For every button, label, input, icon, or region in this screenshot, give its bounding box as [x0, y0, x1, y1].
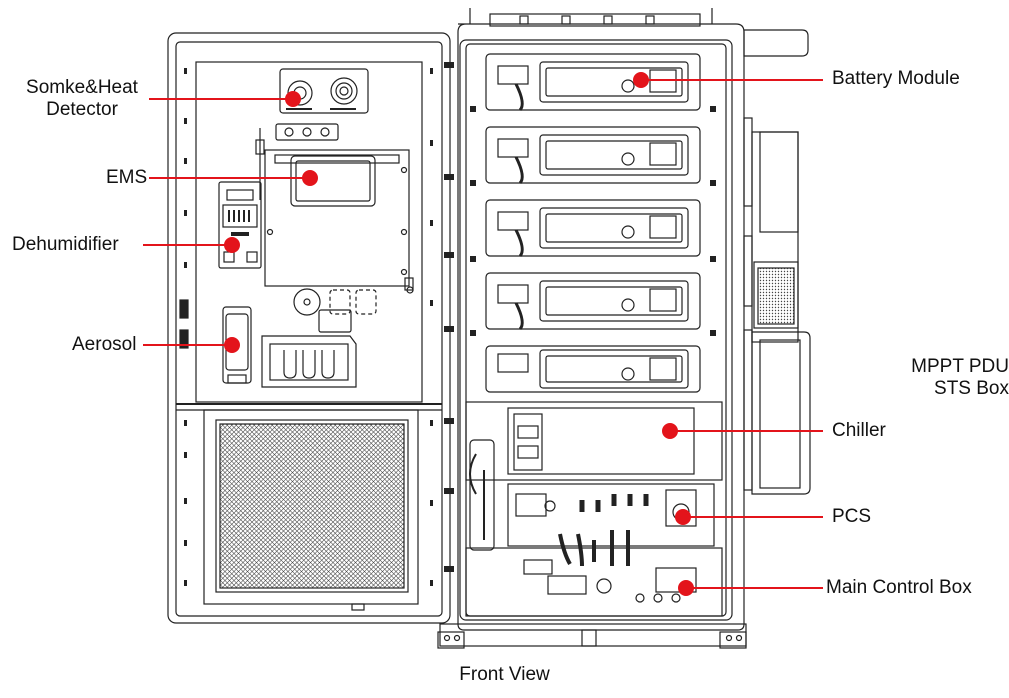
door-vent	[203, 409, 419, 611]
callout-dehumidifier	[143, 237, 240, 253]
label-aerosol: Aerosol	[72, 334, 137, 355]
callout-main-control-box	[678, 580, 823, 596]
ems-unit	[264, 149, 414, 291]
label-chiller: Chiller	[832, 420, 886, 441]
figure-caption: Front View	[459, 664, 550, 685]
label-sts-box: STS Box	[934, 378, 1009, 399]
pcs-unit	[507, 483, 715, 547]
battery-modules	[485, 53, 701, 393]
main-control-box	[465, 530, 723, 617]
dehumidifier-unit	[218, 181, 262, 269]
label-main-control-box: Main Control Box	[826, 577, 972, 598]
label-battery-module: Battery Module	[832, 68, 960, 89]
callout-chiller	[662, 423, 823, 439]
side-boxes	[743, 29, 811, 495]
label-mppt-pdu-line1: MPPT PDU	[911, 356, 1009, 377]
label-ems: EMS	[106, 167, 148, 188]
aux-panel	[261, 309, 357, 388]
callout-ems	[149, 170, 318, 186]
label-smoke-heat-detector: Somke&Heat Detector	[16, 77, 148, 121]
callout-smoke-heat	[149, 91, 301, 107]
fan-ports	[293, 286, 414, 316]
label-mppt-pdu: MPPT PDU STS Box	[869, 356, 1009, 400]
callout-pcs	[675, 509, 823, 525]
label-smoke-heat-line2: Detector	[46, 99, 118, 120]
label-pcs: PCS	[832, 506, 872, 527]
callout-aerosol	[143, 337, 240, 353]
label-dehumidifier: Dehumidifier	[12, 234, 119, 255]
label-smoke-heat-line1: Somke&Heat	[26, 77, 138, 98]
callout-battery-module	[633, 72, 823, 88]
chiller-unit	[465, 401, 723, 551]
